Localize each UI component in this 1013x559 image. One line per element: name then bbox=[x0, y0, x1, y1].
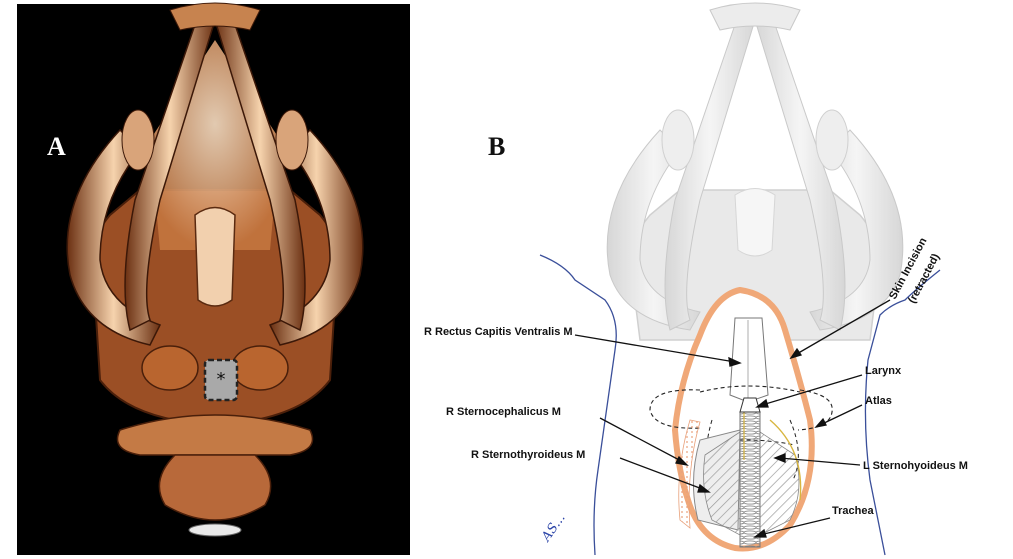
craniotomy-marker: * bbox=[217, 369, 226, 390]
ghost-skull bbox=[606, 2, 904, 341]
label-trachea: Trachea bbox=[832, 505, 874, 517]
neck-outline-right bbox=[864, 269, 941, 556]
ghost-molars-left bbox=[661, 109, 695, 171]
label-sternothyroideus: R Sternothyroideus M bbox=[471, 449, 585, 461]
larynx bbox=[739, 397, 761, 413]
atlas-outline bbox=[649, 385, 833, 431]
ghost-zygomatic-right bbox=[809, 129, 904, 331]
atlas-wings bbox=[116, 414, 314, 456]
sternocephalicus-muscle bbox=[678, 419, 701, 529]
trachea bbox=[739, 411, 761, 548]
ghost-basisphenoid bbox=[734, 188, 776, 257]
ghost-zygomatic-left bbox=[606, 129, 701, 331]
ghost-incisors bbox=[709, 2, 801, 31]
mandible-left bbox=[124, 8, 216, 332]
panel-b: B bbox=[424, 2, 968, 556]
label-larynx: Larynx bbox=[865, 365, 902, 377]
zygomatic-arch-right bbox=[268, 128, 364, 346]
basisphenoid bbox=[194, 206, 236, 307]
craniotomy-window bbox=[203, 358, 239, 402]
panel-b-letter: B bbox=[488, 132, 505, 161]
label-rectus-capitis: R Rectus Capitis Ventralis M bbox=[424, 326, 573, 338]
label-sternohyoideus: L Sternohyoideus M bbox=[863, 460, 968, 472]
leader-lines bbox=[574, 299, 891, 538]
mandible-right bbox=[214, 8, 306, 332]
sternohyoideus-muscle-left bbox=[703, 431, 741, 536]
vertebral-end bbox=[188, 523, 242, 537]
panel-a: * A bbox=[17, 2, 410, 555]
label-sternocephalicus: R Sternocephalicus M bbox=[446, 406, 561, 418]
label-atlas: Atlas bbox=[865, 395, 892, 407]
artist-signature: AS... bbox=[538, 511, 568, 545]
sternohyoideus-yellow-border bbox=[769, 419, 802, 501]
axis-vertebra bbox=[158, 454, 272, 521]
rectus-capitis-ventralis bbox=[729, 317, 769, 403]
ghost-mandible-right bbox=[754, 9, 846, 331]
panel-a-letter: A bbox=[47, 132, 66, 161]
ghost-molars-right bbox=[815, 109, 849, 171]
molars-left bbox=[121, 109, 155, 171]
tympanic-bulla-left bbox=[141, 345, 199, 391]
neck-outline-left bbox=[539, 254, 617, 556]
molars-right bbox=[275, 109, 309, 171]
ghost-mandible-left bbox=[664, 9, 756, 331]
incisor-region bbox=[169, 2, 261, 31]
tympanic-bulla-right bbox=[231, 345, 289, 391]
zygomatic-arch-left bbox=[66, 128, 162, 346]
